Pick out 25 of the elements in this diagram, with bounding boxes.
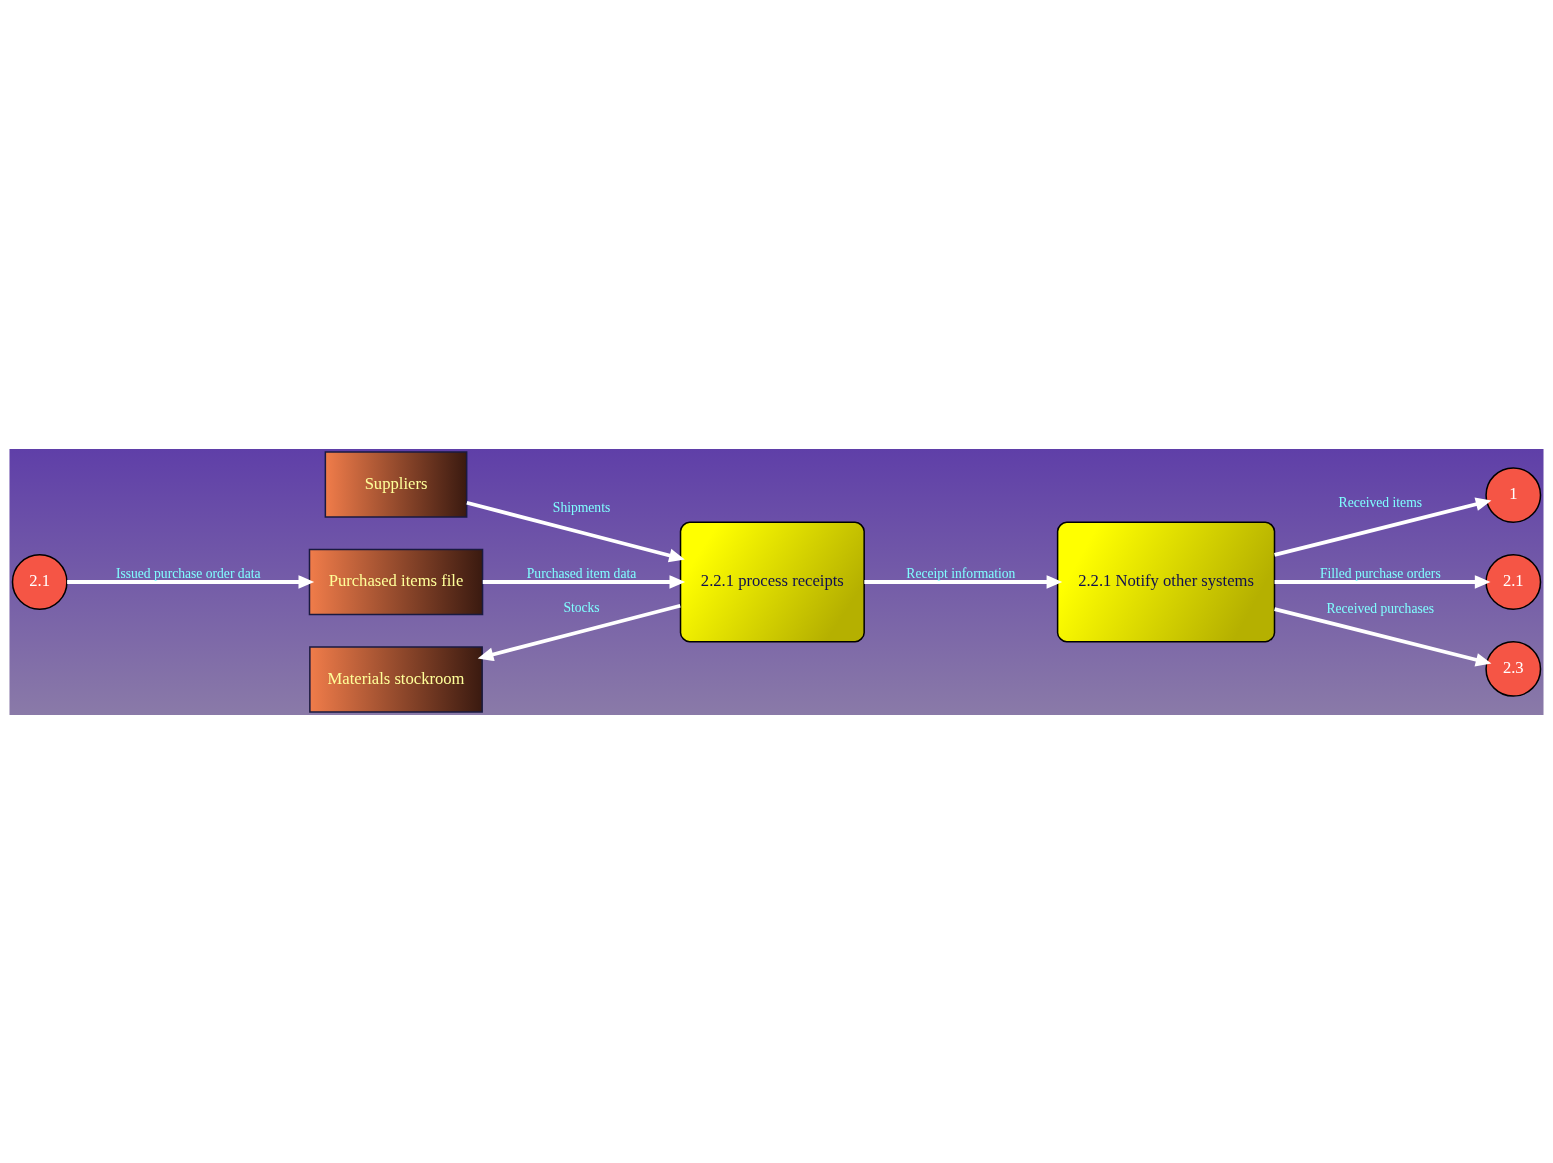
edge-label: Received items	[1338, 494, 1422, 510]
node-box: Materials stockroom	[309, 645, 483, 713]
node-box: 2.2.1 Notify other systems	[1056, 521, 1276, 642]
edge-label: Receipt information	[906, 565, 1016, 581]
node-circle: 2.3	[1485, 640, 1542, 697]
node-box: Purchased items file	[308, 548, 484, 615]
node-circle: 2.1	[1485, 553, 1542, 610]
arrow	[466, 500, 685, 562]
edge-label: Purchased item data	[526, 565, 637, 581]
arrow	[477, 603, 681, 661]
edge-label: Shipments	[552, 499, 611, 515]
edge-label: Issued purchase order data	[115, 565, 261, 581]
edge-label: Received purchases	[1326, 600, 1435, 616]
arrow	[1274, 574, 1491, 589]
node-circle: 2.1	[11, 553, 68, 610]
arrow	[864, 574, 1063, 589]
node-box: Suppliers	[324, 450, 468, 518]
arrow	[67, 574, 315, 589]
edge-label: Stocks	[563, 599, 600, 615]
arrow	[482, 574, 686, 589]
node-box: 2.2.1 process receipts	[679, 521, 865, 642]
edge-label: Filled purchase orders	[1319, 565, 1441, 581]
arrow	[1274, 606, 1492, 666]
arrow	[1274, 497, 1492, 557]
node-circle: 1	[1485, 466, 1542, 523]
